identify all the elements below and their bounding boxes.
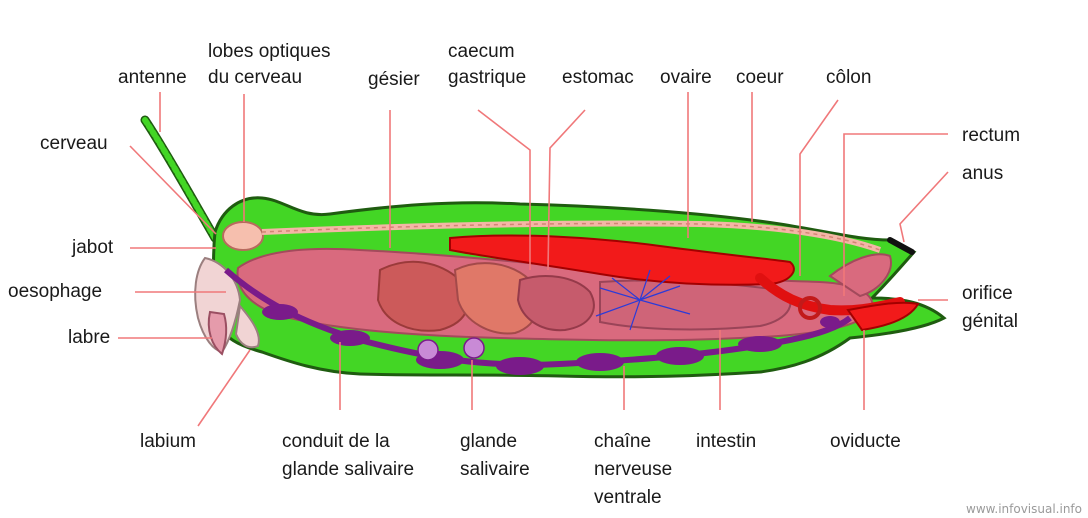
label-orifice-1: orifice [962, 282, 1013, 306]
label-colon: côlon [826, 66, 871, 90]
optic-lobe [223, 222, 263, 250]
labre-shape [209, 312, 226, 354]
intestin-shape [600, 280, 790, 329]
label-jabot: jabot [72, 236, 113, 260]
label-intestin: intestin [696, 430, 756, 454]
label-oviducte: oviducte [830, 430, 901, 454]
label-estomac: estomac [562, 66, 634, 90]
label-labium: labium [140, 430, 196, 454]
label-glande-1: glande [460, 430, 517, 454]
antenna-inner [145, 120, 215, 238]
credit-watermark: www.infovisual.info [966, 502, 1082, 516]
label-glande-2: salivaire [460, 458, 530, 482]
label-cerveau: cerveau [40, 132, 108, 156]
label-orifice-2: génital [962, 310, 1018, 334]
label-rectum: rectum [962, 124, 1020, 148]
label-ovaire: ovaire [660, 66, 712, 90]
label-anus: anus [962, 162, 1003, 186]
label-lobes-optiques-2: du cerveau [208, 66, 302, 90]
label-labre: labre [68, 326, 110, 350]
label-gesier: gésier [368, 68, 420, 92]
label-caecum-1: caecum [448, 40, 515, 64]
label-conduit-1: conduit de la [282, 430, 390, 454]
label-oesophage: oesophage [8, 280, 102, 304]
label-antenne: antenne [118, 66, 187, 90]
label-coeur: coeur [736, 66, 784, 90]
label-chaine-1: chaîne [594, 430, 651, 454]
label-chaine-2: nerveuse [594, 458, 672, 482]
label-lobes-optiques-1: lobes optiques [208, 40, 331, 64]
label-conduit-2: glande salivaire [282, 458, 414, 482]
label-caecum-2: gastrique [448, 66, 526, 90]
label-chaine-3: ventrale [594, 486, 662, 510]
